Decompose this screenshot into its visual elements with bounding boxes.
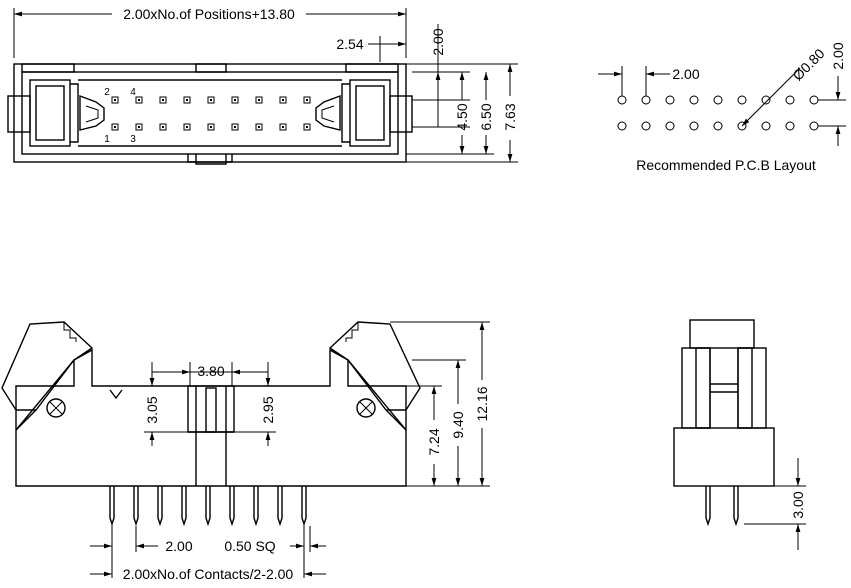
pcb-pitch-h-dim: 2.00 — [672, 66, 699, 82]
pcb-holes — [617, 95, 819, 131]
pin-label-3: 3 — [130, 134, 136, 145]
body-height-dim: 6.50 — [478, 103, 494, 130]
tail-length-dim: 3.00 — [790, 491, 806, 518]
pin-label-2: 2 — [104, 87, 110, 98]
pcb-pitch-v-dim: 2.00 — [830, 42, 846, 69]
pin-pitch-dim: 2.00 — [165, 538, 192, 554]
hole-diameter-dim: Ø0.80 — [789, 45, 827, 83]
pcb-caption: Recommended P.C.B Layout — [636, 157, 816, 173]
inner-height-dim: 4.50 — [454, 103, 470, 130]
depth-right-dim: 2.95 — [260, 396, 276, 423]
overall-length-label: 2.00xNo.of Positions+13.80 — [123, 6, 295, 22]
front-view: 3.80 3.05 2.95 7.24 9.40 12.16 — [1, 321, 490, 582]
pin-span-dim: 2.00xNo.of Contacts/2-2.00 — [123, 566, 294, 582]
height-low-dim: 7.24 — [426, 428, 442, 455]
depth-left-dim: 3.05 — [144, 396, 160, 423]
height-total-dim: 12.16 — [474, 386, 490, 421]
overall-height-dim: 7.63 — [502, 103, 518, 130]
side-view: 3.00 — [673, 319, 806, 550]
height-mid-dim: 9.40 — [450, 411, 466, 438]
pin-label-4: 4 — [130, 87, 136, 98]
pin-size-dim: 0.50 SQ — [224, 538, 275, 554]
pitch-dim: 2.00 — [430, 28, 446, 55]
offset-label: 2.54 — [336, 36, 363, 52]
pin-label-1: 1 — [104, 134, 110, 145]
pcb-layout: 2.00 Ø0.80 2.00 Recommended P.C.B Layout — [598, 42, 846, 173]
front-pins — [109, 486, 307, 527]
top-view: 2.00xNo.of Positions+13.80 2.54 — [7, 6, 518, 165]
center-width-dim: 3.80 — [197, 363, 224, 379]
pin-grid — [111, 96, 311, 131]
